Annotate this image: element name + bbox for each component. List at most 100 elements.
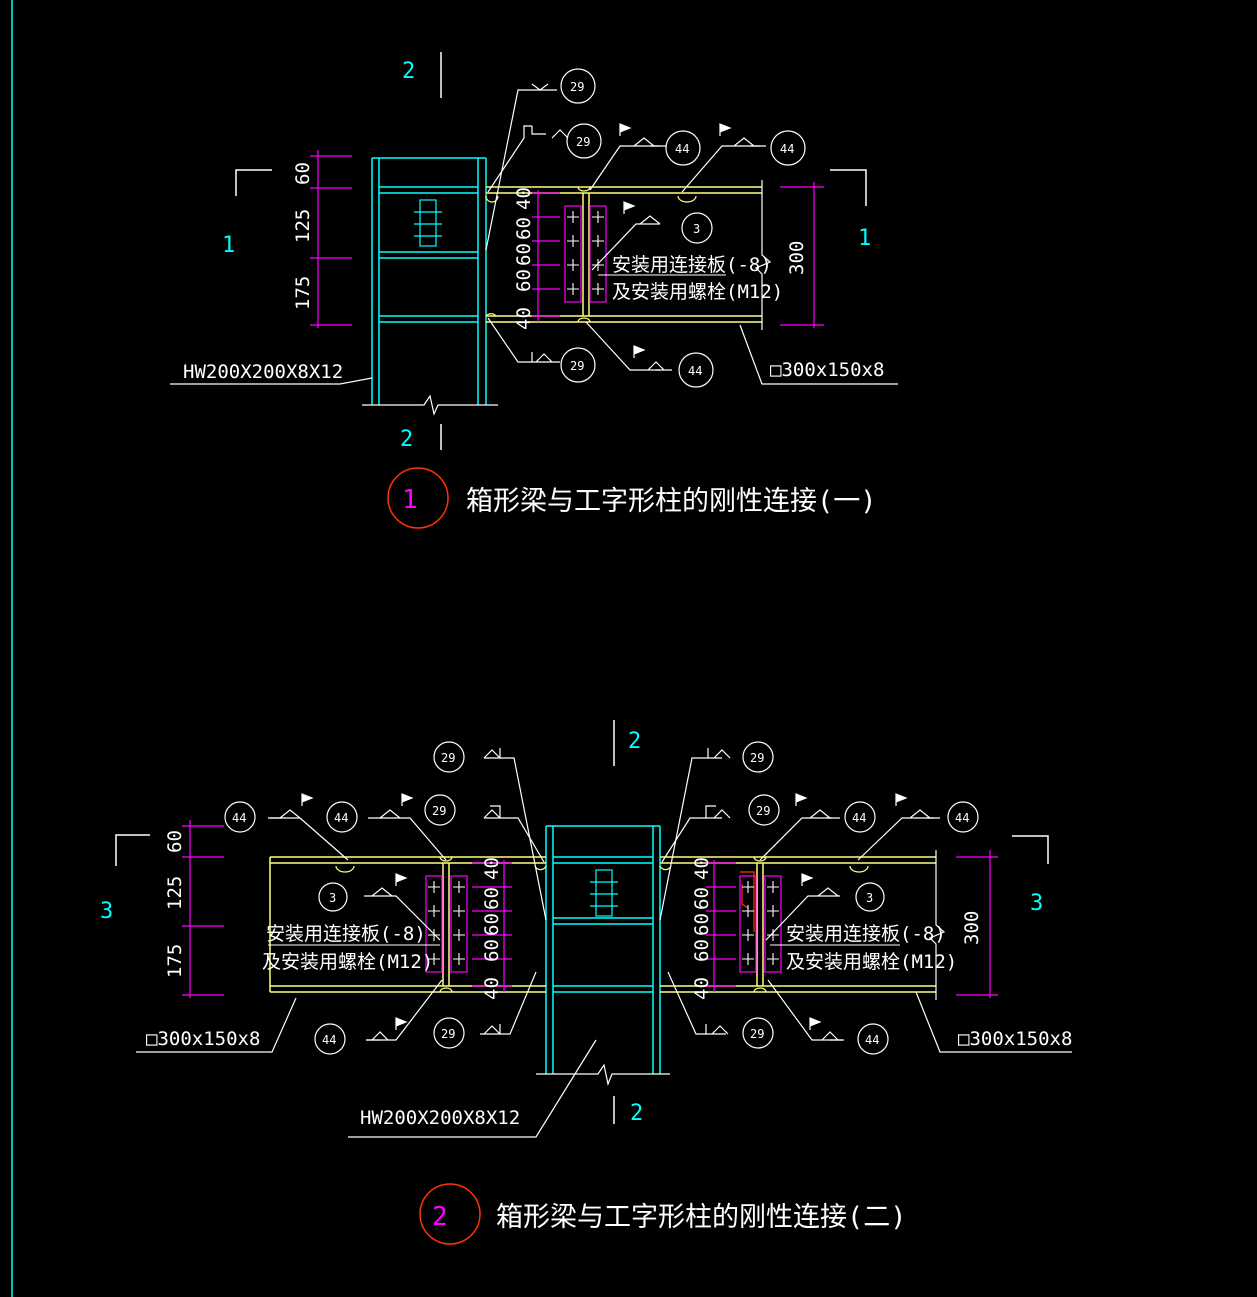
detail-1: 2 2 1 1 <box>170 52 898 529</box>
weld-tag-text: 44 <box>780 142 794 156</box>
column-2-break-line <box>536 1063 670 1087</box>
detail-1-number: 1 <box>402 485 418 515</box>
weld-tag-text: 29 <box>750 751 764 765</box>
weld-tag-text: 29 <box>432 804 446 818</box>
plates-2-left <box>425 875 468 973</box>
dim-right-300: 300 <box>961 911 983 945</box>
dim-bolt-40-top: 40 <box>513 187 535 210</box>
weld-tag-text: 29 <box>756 804 770 818</box>
plate-note-line-2: 及安装用螺栓(M12) <box>612 281 783 303</box>
section-mark-right-label: 1 <box>858 226 871 251</box>
detail-2-title: 箱形梁与工字形柱的刚性连接(二) <box>496 1202 907 1233</box>
dim-right-2 <box>956 850 998 998</box>
dim-left-60: 60 <box>292 162 314 185</box>
plate-2-right-highlight <box>740 871 755 932</box>
weld-tag-text: 3 <box>693 222 700 236</box>
weld-tag-text: 44 <box>322 1033 336 1047</box>
plate-note-line-1: 安装用连接板(-8) <box>612 254 772 276</box>
column-2 <box>545 825 661 1074</box>
weld-tag-text: 44 <box>232 811 246 825</box>
dim-bolt-60-c: 60 <box>481 939 503 962</box>
plate-note-right-line-2: 及安装用螺栓(M12) <box>786 951 957 973</box>
dim-bolt-60-a: 60 <box>513 217 535 240</box>
beam-label-right: □300x150x8 <box>958 1028 1072 1050</box>
weld-flags-2-right <box>795 793 908 1030</box>
beam-2-weld-beads <box>335 856 869 993</box>
dim-bolt-40-bottom: 40 <box>481 977 503 1000</box>
weld-flags-1 <box>619 123 732 358</box>
dim-bolt-40-top: 40 <box>691 857 713 880</box>
dim-bolt-60-c: 60 <box>691 939 713 962</box>
weld-tag-text: 44 <box>865 1033 879 1047</box>
weld-tag-text: 29 <box>750 1027 764 1041</box>
dim-bolt-60-b: 60 <box>691 913 713 936</box>
beam-1-weld-beads <box>485 186 697 323</box>
dim-bolt-60-b: 60 <box>513 243 535 266</box>
weld-symbols-2-right <box>705 748 940 1041</box>
weld-tag-text: 44 <box>675 142 689 156</box>
weld-tag-text: 44 <box>688 364 702 378</box>
weld-tag-text: 29 <box>576 135 590 149</box>
dim-left-175: 175 <box>292 276 314 310</box>
dims-bolts-1 <box>532 190 560 322</box>
plate-note-left-line-2: 及安装用螺栓(M12) <box>262 951 433 973</box>
column-label-leader-1 <box>170 377 373 385</box>
section-mark-right-bracket <box>830 169 867 206</box>
dim-left-175: 175 <box>164 944 186 978</box>
column-1 <box>371 157 487 405</box>
weld-tag-text: 29 <box>570 80 584 94</box>
detail-2-number-circle <box>419 1183 481 1245</box>
dims-bolts-2-right <box>706 860 736 992</box>
dim-bolt-40-bottom: 40 <box>513 307 535 330</box>
beam-2-left <box>269 856 546 993</box>
dim-bolt-60-a: 60 <box>691 887 713 910</box>
dim-left-125: 125 <box>292 209 314 243</box>
dim-bolt-60-c: 60 <box>513 269 535 292</box>
weld-symbols-1 <box>531 83 766 371</box>
plate-note-right-line-1: 安装用连接板(-8) <box>786 923 946 945</box>
dim-right-300: 300 <box>786 241 808 275</box>
weld-tags-1 <box>560 68 806 388</box>
column-2-web-splice <box>590 869 618 917</box>
weld-tags-2-left <box>224 741 465 1055</box>
column-1-web-splice <box>414 199 442 247</box>
column-label-1: HW200X200X8X12 <box>183 361 343 383</box>
dim-bolt-40-top: 40 <box>481 857 503 880</box>
section-mark-bottom-label: 2 <box>630 1101 643 1126</box>
weld-tags-2-right <box>742 741 979 1055</box>
beam-label-1: □300x150x8 <box>770 359 884 381</box>
weld-tag-text: 29 <box>441 1027 455 1041</box>
detail-1-title: 箱形梁与工字形柱的刚性连接(一) <box>466 486 877 517</box>
beam-label-left: □300x150x8 <box>146 1028 260 1050</box>
plates-1 <box>564 205 607 303</box>
section-mark-right-bracket <box>1012 835 1049 864</box>
column-label-leader-2 <box>348 1039 597 1138</box>
bolts-1 <box>567 211 604 295</box>
dim-right-1 <box>780 182 824 328</box>
dim-bolt-60-b: 60 <box>481 913 503 936</box>
weld-tag-text: 3 <box>866 891 873 905</box>
section-mark-left-label: 3 <box>100 899 113 924</box>
beam-label-leader-right <box>915 991 1072 1053</box>
plate-note-left-line-1: 安装用连接板(-8) <box>266 923 426 945</box>
beam-label-leader-1 <box>739 324 898 385</box>
section-mark-bottom-label: 2 <box>400 427 413 452</box>
section-mark-left-bracket <box>115 834 150 866</box>
weld-tag-text: 29 <box>570 359 584 373</box>
dim-left-125: 125 <box>164 876 186 910</box>
weld-tag-text: 44 <box>852 811 866 825</box>
detail-2: 2 2 3 3 <box>100 720 1072 1245</box>
section-mark-top-label: 2 <box>628 729 641 754</box>
bolts-2-left <box>428 881 465 965</box>
dims-left-2 <box>182 820 224 998</box>
dim-left-60: 60 <box>164 830 186 853</box>
detail-2-number: 2 <box>432 1202 448 1232</box>
detail-1-number-circle <box>387 467 449 529</box>
bolts-2-right <box>742 881 779 965</box>
dim-bolt-60-a: 60 <box>481 887 503 910</box>
section-mark-top-label: 2 <box>402 59 415 84</box>
weld-tag-text: 44 <box>955 811 969 825</box>
column-label-2: HW200X200X8X12 <box>360 1107 520 1129</box>
section-mark-left-label: 1 <box>222 233 235 258</box>
